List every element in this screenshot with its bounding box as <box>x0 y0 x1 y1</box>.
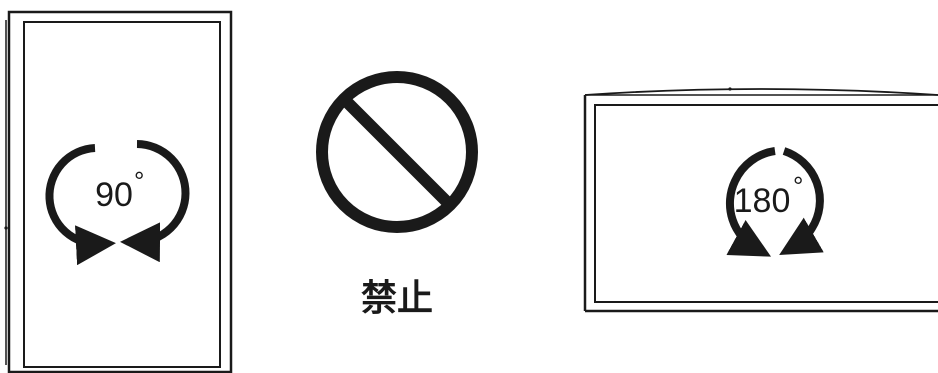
rotate-cw-arrow-icon <box>779 147 824 256</box>
landscape-display-screen <box>594 104 938 303</box>
prohibited-sign: 禁止 <box>316 71 478 319</box>
rotate-right-arrow-icon <box>120 140 190 263</box>
landscape-rotation-value: 180 <box>734 182 791 220</box>
prohibited-slash <box>339 94 455 210</box>
landscape-display: 180 ° <box>583 87 938 313</box>
portrait-rotation-value: 90 <box>95 176 133 214</box>
prohibited-icon <box>316 71 478 233</box>
portrait-degree-symbol: ° <box>134 166 144 196</box>
rotate-left-arrow-icon <box>45 144 116 266</box>
prohibited-label: 禁止 <box>361 278 433 319</box>
prohibited-circle <box>316 71 478 233</box>
portrait-display: 90 ° <box>4 10 233 373</box>
landscape-degree-symbol: ° <box>793 171 803 201</box>
portrait-display-sensor-dot <box>4 226 8 230</box>
landscape-display-top-edge <box>584 88 938 96</box>
portrait-display-screen <box>23 21 221 368</box>
landscape-display-sensor-dot <box>728 87 732 91</box>
rotate-ccw-arrow-icon <box>725 147 776 257</box>
portrait-display-bezel <box>7 10 233 373</box>
